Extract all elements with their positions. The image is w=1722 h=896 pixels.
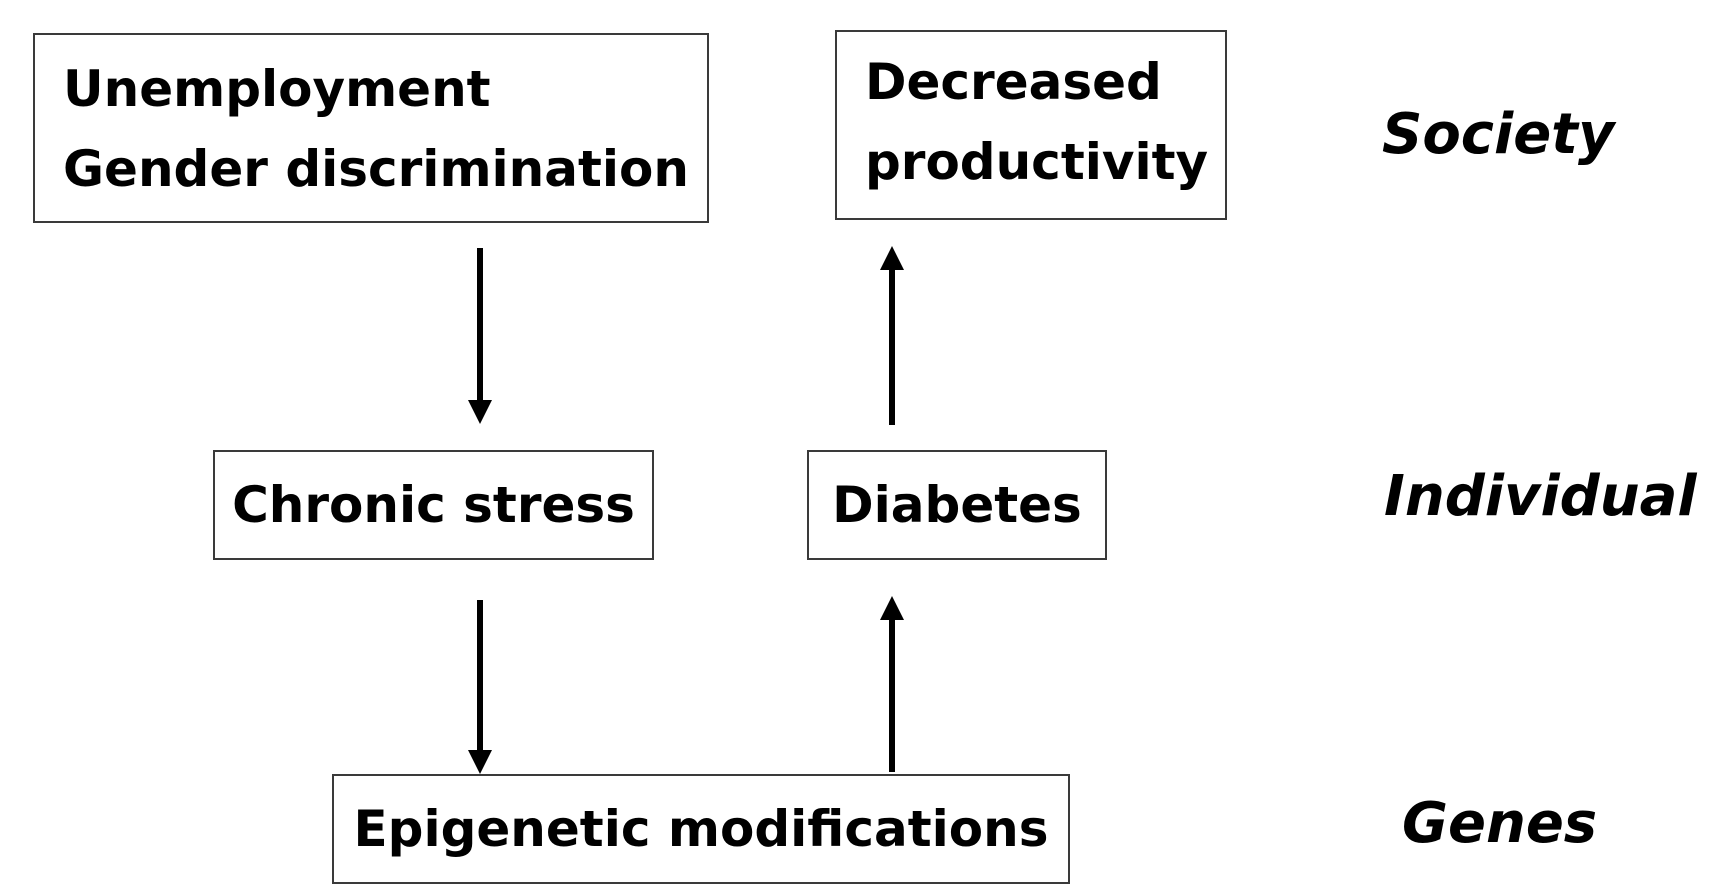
node-causes-line-2: Gender discrimination: [63, 140, 690, 198]
level-society: Society: [1382, 102, 1615, 167]
arrowhead-epigenetic-to-diabetes: [880, 596, 904, 620]
node-causes: Unemployment Gender discrimination: [33, 33, 709, 223]
node-causes-line-1: Unemployment: [63, 60, 491, 118]
node-diabetes: Diabetes: [807, 450, 1107, 560]
node-stress: Chronic stress: [213, 450, 654, 560]
arrowhead-stress-to-epigenetic: [468, 750, 492, 774]
node-productivity-line-2: productivity: [865, 133, 1209, 191]
level-genes: Genes: [1402, 791, 1598, 856]
arrowhead-causes-to-stress: [468, 400, 492, 424]
arrowhead-diabetes-to-productivity: [880, 246, 904, 270]
node-productivity: Decreased productivity: [835, 30, 1227, 220]
node-epigenetic: Epigenetic modifications: [332, 774, 1070, 884]
node-diabetes-label: Diabetes: [832, 476, 1082, 534]
level-individual: Individual: [1384, 464, 1697, 529]
node-stress-label: Chronic stress: [232, 476, 635, 534]
node-productivity-line-1: Decreased: [865, 53, 1162, 111]
node-epigenetic-label: Epigenetic modifications: [353, 800, 1049, 858]
